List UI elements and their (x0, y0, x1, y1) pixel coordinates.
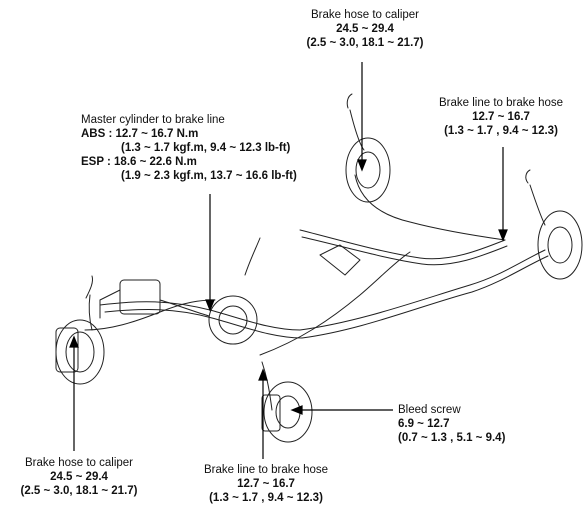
callout-title: Master cylinder to brake line (81, 114, 225, 126)
rear-right-brake-assembly (525, 169, 583, 280)
torque-alt-units: (1.3 ~ 1.7 , 9.4 ~ 12.3) (209, 492, 323, 504)
callout-title: Brake line to brake hose (203, 464, 329, 476)
torque-nm: 12.7 ~ 16.7 (237, 478, 295, 490)
brake-line-to-rear-right (354, 174, 506, 241)
callout-front-left-caliper: Brake hose to caliper 24.5 ~ 29.4 (2.5 ~… (4, 456, 154, 498)
callout-master-cylinder: Master cylinder to brake line ABS : 12.7… (81, 113, 297, 183)
torque-alt-units: (1.3 ~ 1.7 , 9.4 ~ 12.3) (444, 125, 558, 137)
callout-title: Bleed screw (398, 404, 461, 416)
master-cylinder-assembly (99, 237, 261, 345)
callout-title: Brake hose to caliper (310, 9, 420, 21)
callout-title: Brake hose to caliper (24, 457, 134, 469)
abs-torque: ABS : 12.7 ~ 16.7 N.m (81, 128, 199, 140)
callout-upper-caliper: Brake hose to caliper 24.5 ~ 29.4 (2.5 ~… (300, 8, 430, 50)
upper-caliper-assembly (319, 93, 391, 276)
torque-alt-units: (0.7 ~ 1.3 , 5.1 ~ 9.4) (398, 432, 506, 444)
abs-torque-alt: (1.3 ~ 1.7 kgf.m, 9.4 ~ 12.3 lb-ft) (121, 142, 291, 154)
brake-line-main-lower (104, 255, 549, 339)
brake-line-to-front-right (261, 361, 273, 411)
torque-nm: 12.7 ~ 16.7 (472, 111, 530, 123)
torque-nm: 24.5 ~ 29.4 (50, 471, 108, 483)
brake-line-main-upper (99, 249, 546, 331)
front-left-caliper-assembly (55, 275, 105, 385)
esp-torque: ESP : 18.6 ~ 22.6 N.m (81, 156, 197, 168)
callout-front-left-hose: Brake line to brake hose 12.7 ~ 16.7 (1.… (186, 463, 346, 505)
brake-line-diagonal (259, 251, 411, 356)
torque-nm: 24.5 ~ 29.4 (336, 23, 394, 35)
callout-bleed-screw: Bleed screw 6.9 ~ 12.7 (0.7 ~ 1.3 , 5.1 … (398, 403, 505, 445)
torque-alt-units: (2.5 ~ 3.0, 18.1 ~ 21.7) (20, 485, 138, 497)
brake-line-rear-cross-2 (301, 236, 508, 266)
brake-line-rear-cross (299, 229, 506, 260)
esp-torque-alt: (1.9 ~ 2.3 kgf.m, 13.7 ~ 16.6 lb-ft) (121, 170, 297, 182)
callout-title: Brake line to brake hose (438, 97, 564, 109)
torque-alt-units: (2.5 ~ 3.0, 18.1 ~ 21.7) (306, 37, 424, 49)
callout-rear-right-hose: Brake line to brake hose 12.7 ~ 16.7 (1.… (420, 96, 582, 138)
torque-nm: 6.9 ~ 12.7 (398, 418, 450, 430)
